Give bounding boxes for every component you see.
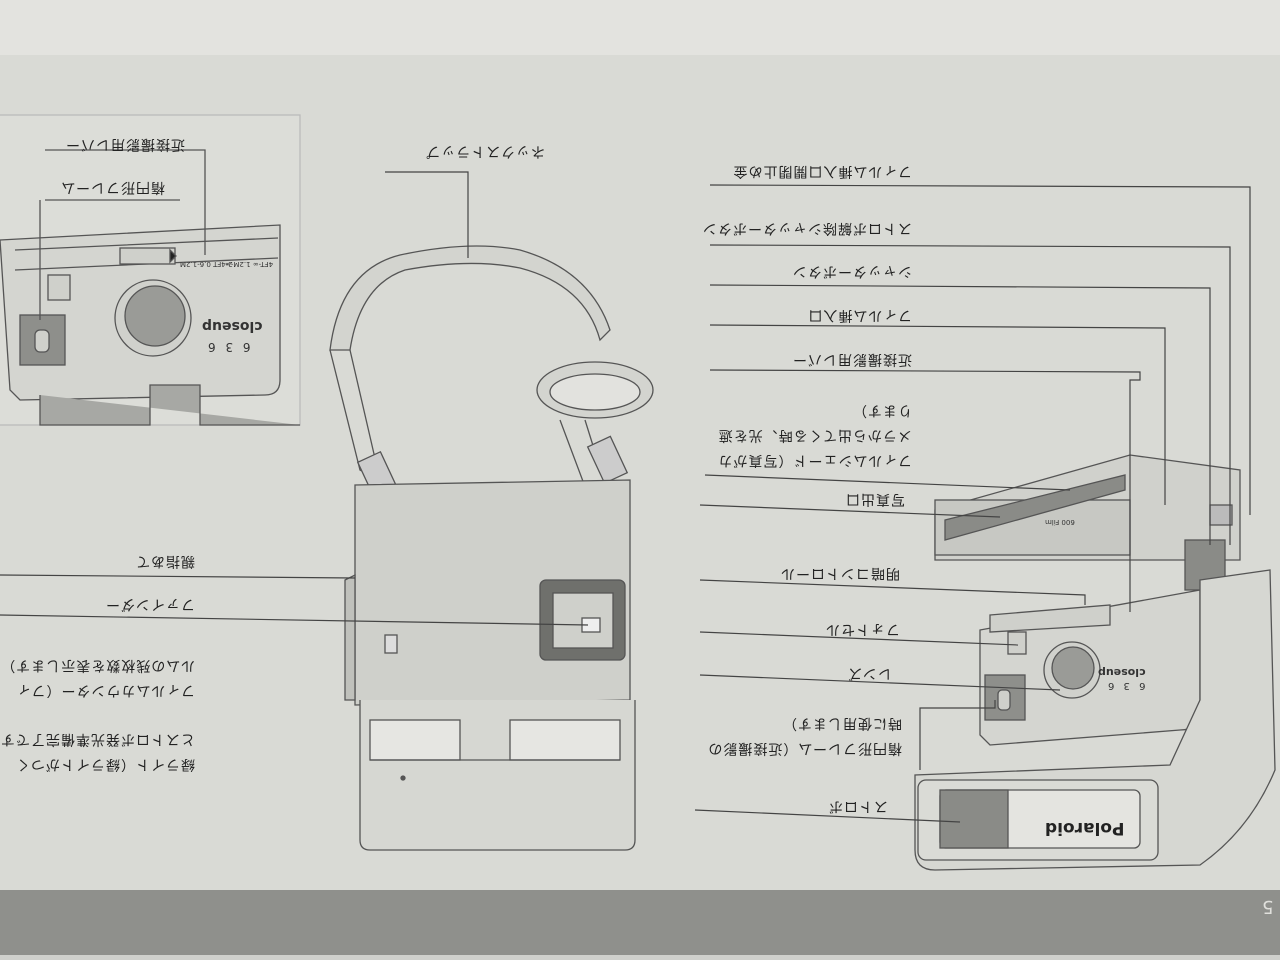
label-green-light: 緑ライト（緑ライトがつく とストロボ発光準備完了です [0, 726, 195, 776]
page-edge [0, 955, 1280, 960]
film-type-marking: 600 Film [1045, 518, 1075, 526]
label-oval-frame-detail: 楕円形フレーム [60, 179, 165, 195]
label-flash: ストロボ [828, 798, 888, 814]
label-film-slot: フィルム挿入口 [807, 307, 912, 323]
label-lens: レンズ [847, 665, 892, 681]
closeup-brand-front: closeup [1098, 666, 1146, 679]
camera-back-diagram [344, 479, 636, 851]
neck-strap-diagram [329, 245, 654, 501]
camera-front-diagram [914, 454, 1276, 871]
label-line: とストロボ発光準備完了です [0, 731, 195, 747]
closeup-brand: closeup [202, 318, 263, 334]
label-line: フィルムカウンター（フィ [15, 682, 195, 698]
label-film-counter: フィルムカウンター（フィ ルムの残枚数を表示します） [0, 652, 195, 702]
label-film-shade: フィルムシェード（写真がカ メラから出てくる時、光を遮 ります） [700, 397, 912, 472]
model-number-front: 6 3 6 [1105, 680, 1146, 691]
label-flash-off-shutter: ストロボ解除シャッターボタン [702, 220, 912, 236]
page-number: 5 [1262, 896, 1274, 917]
leader-lines [0, 171, 1251, 823]
page-footer-band [0, 890, 1280, 955]
polaroid-logo: Polaroid [1045, 818, 1125, 838]
label-shutter-button: シャッターボタン [792, 263, 912, 279]
label-photo-exit: 写真出口 [845, 491, 905, 507]
label-line: 時に使用します） [782, 715, 902, 731]
label-line: 緑ライト（緑ライトがつく [15, 756, 195, 772]
label-lighten-darken: 明暗コントロール [780, 565, 900, 581]
label-closeup-lever: 近接撮影用レバー [792, 351, 912, 367]
closeup-detail-diagram [0, 114, 301, 426]
label-thumb-rest: 親指あて [135, 553, 195, 569]
label-line: ります） [852, 402, 912, 418]
label-closeup-lever-detail: 近接撮影用レバー [65, 136, 185, 152]
label-film-door-latch: フィルム挿入口開閉止め金 [732, 163, 912, 179]
label-line: フィルムシェード（写真がカ [717, 452, 912, 468]
background-top [0, 0, 1280, 55]
label-line: メラから出てくる時、光を遮 [717, 427, 912, 443]
label-line: 楕円形フレーム（近接撮影の [707, 740, 902, 756]
label-neck-strap: ネックストラップ [425, 143, 545, 159]
label-viewfinder: ファインダー [105, 596, 195, 612]
model-number: 6 3 6 [205, 340, 251, 354]
label-photocell: フォトセル [825, 621, 900, 637]
far-range-marking: 4FT-∞ 1.2M-∞ [225, 260, 274, 268]
label-oval-frame: 楕円形フレーム（近接撮影の 時に使用します） [690, 710, 902, 760]
label-line: ルムの残枚数を表示します） [0, 657, 195, 673]
